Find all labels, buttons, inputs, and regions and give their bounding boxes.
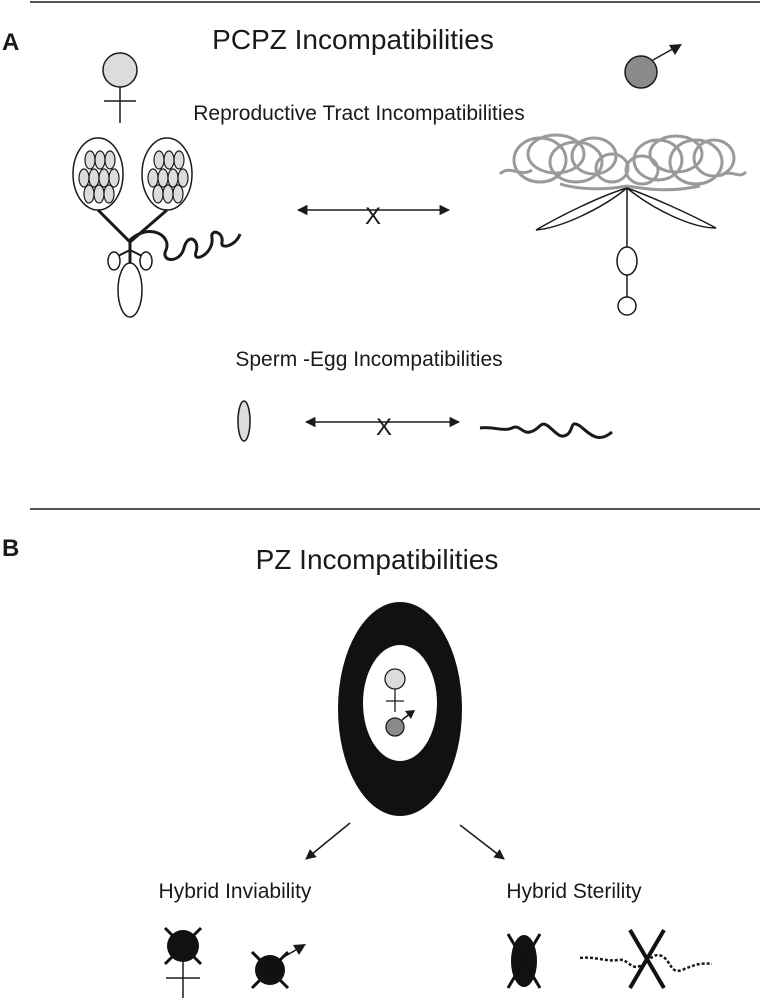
arrow-to-sterility xyxy=(459,824,505,860)
hybrid-sterility-label: Hybrid Sterility xyxy=(506,880,642,903)
reproductive-tract-label: Reproductive Tract Incompatibilities xyxy=(193,102,524,125)
female-symbol-icon xyxy=(102,52,138,123)
male-reproductive-tract-icon xyxy=(498,133,748,316)
panel-b-title: PZ Incompatibilities xyxy=(256,544,499,575)
male-symbol-icon xyxy=(624,44,682,89)
zygote-icon xyxy=(338,602,462,816)
sperm-icon xyxy=(479,422,613,439)
egg-icon xyxy=(237,400,251,442)
hybrid-inviability-label: Hybrid Inviability xyxy=(159,880,312,903)
arrow-to-inviability xyxy=(305,822,351,860)
panel-a-letter: A xyxy=(2,29,19,56)
panel-b-letter: B xyxy=(2,535,19,562)
reproductive-cross-mark: X xyxy=(365,203,381,230)
female-reproductive-tract-icon xyxy=(72,137,242,318)
inviable-female-icon xyxy=(163,926,203,998)
sperm-egg-cross-mark: X xyxy=(376,414,392,441)
sterile-egg-icon xyxy=(506,933,542,989)
sperm-egg-label: Sperm -Egg Incompatibilities xyxy=(235,348,502,371)
panel-a-title: PCPZ Incompatibilities xyxy=(212,24,494,55)
sterile-sperm-icon xyxy=(579,928,713,990)
inviable-male-icon xyxy=(250,944,306,990)
